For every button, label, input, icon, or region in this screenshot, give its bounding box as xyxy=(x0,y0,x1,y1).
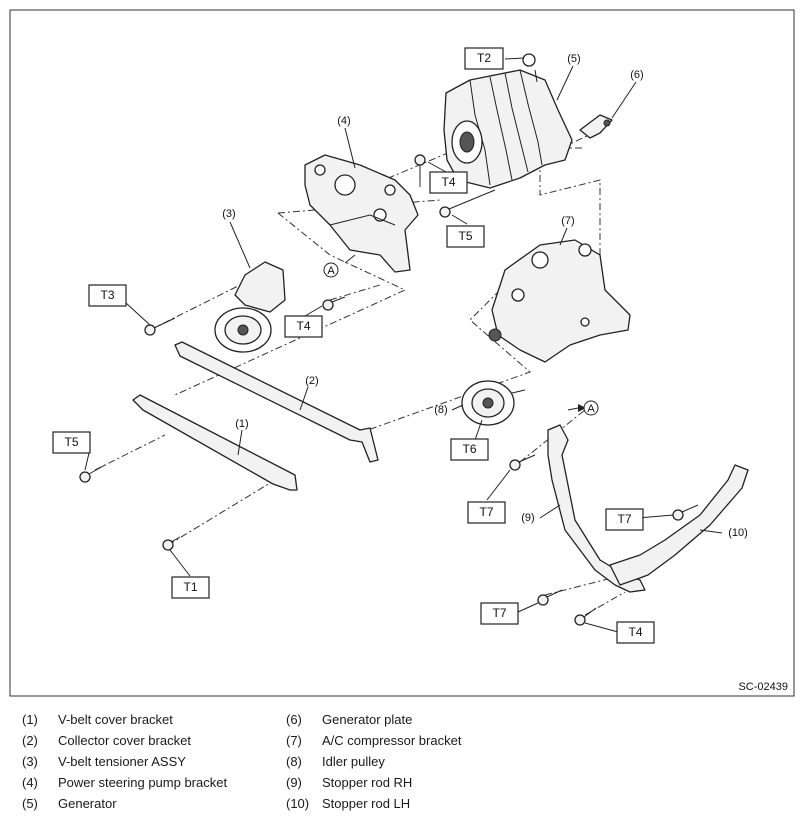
reference-mark-a-upper: A xyxy=(323,262,339,278)
ac-compressor-bracket-part xyxy=(488,239,631,363)
callout-2: (2) xyxy=(305,375,318,387)
legend-item: (2)Collector cover bracket xyxy=(22,733,191,748)
torque-label-t3-left: T3 xyxy=(88,284,127,307)
legend-item: (4)Power steering pump bracket xyxy=(22,775,228,790)
legend-item: (9)Stopper rod RH xyxy=(286,775,413,790)
svg-text:T7: T7 xyxy=(492,606,506,620)
callout-8: (8) xyxy=(434,404,447,416)
reference-mark-label: A xyxy=(587,403,595,415)
bolt-icon xyxy=(672,504,699,521)
idler-pulley-part xyxy=(461,380,526,426)
legend-item: (6)Generator plate xyxy=(286,712,413,727)
torque-label-t7-b: T7 xyxy=(605,508,644,531)
svg-text:T3: T3 xyxy=(100,288,114,302)
collector-cover-bracket-part xyxy=(174,341,379,463)
figure-id: SC-02439 xyxy=(738,681,788,693)
torque-label-t6: T6 xyxy=(450,438,489,461)
bolt-icon xyxy=(414,154,426,180)
bolt-icon xyxy=(509,454,536,471)
torque-label-t5-left: T5 xyxy=(52,431,91,454)
v-belt-tensioner-part xyxy=(214,261,286,353)
diagram-frame xyxy=(9,9,795,697)
legend-item: (3)V-belt tensioner ASSY xyxy=(22,754,186,769)
svg-text:T1: T1 xyxy=(183,580,197,594)
torque-label-t7-a: T7 xyxy=(467,501,506,524)
exploded-parts-diagram: A A (1) (2) (3) (4) (5) (6) (7) (8) (9) … xyxy=(9,9,795,697)
callout-7: (7) xyxy=(561,215,574,227)
stopper-rod-rh-part xyxy=(547,424,646,593)
v-belt-cover-bracket-part xyxy=(132,394,298,491)
power-steering-pump-bracket-part xyxy=(304,154,419,273)
svg-text:T4: T4 xyxy=(441,175,455,189)
torque-label-t7-c: T7 xyxy=(480,602,519,625)
legend-item: (1)V-belt cover bracket xyxy=(22,712,173,727)
torque-label-t5-mid: T5 xyxy=(446,225,485,248)
svg-text:T5: T5 xyxy=(458,229,472,243)
bolt-icon xyxy=(574,607,597,626)
stopper-rod-lh-part xyxy=(609,464,749,586)
callout-6: (6) xyxy=(630,69,643,81)
svg-text:T2: T2 xyxy=(477,51,491,65)
svg-text:T6: T6 xyxy=(462,442,476,456)
bolt-icon xyxy=(439,189,496,218)
bolt-icons xyxy=(79,154,699,626)
bolt-icon xyxy=(144,317,176,336)
torque-label-t2-top: T2 xyxy=(464,47,504,70)
svg-text:T4: T4 xyxy=(296,319,310,333)
part-callouts: (1) (2) (3) (4) (5) (6) (7) (8) (9) (10) xyxy=(222,53,748,539)
torque-label-t1: T1 xyxy=(171,576,210,599)
torque-label-t4-mid: T4 xyxy=(429,171,468,194)
bolt-icon xyxy=(79,464,106,483)
torque-label-t4-bottom: T4 xyxy=(616,621,655,644)
callout-4: (4) xyxy=(337,115,350,127)
legend-item: (10)Stopper rod LH xyxy=(286,796,411,811)
leader-lines xyxy=(84,57,723,633)
svg-text:T7: T7 xyxy=(479,505,493,519)
generator-plate-part xyxy=(579,114,613,139)
legend-item: (8)Idler pulley xyxy=(286,754,385,769)
callout-3: (3) xyxy=(222,208,235,220)
callout-9: (9) xyxy=(521,512,534,524)
reference-mark-a-lower: A xyxy=(583,400,599,416)
svg-text:T7: T7 xyxy=(617,512,631,526)
bolt-icon xyxy=(322,296,346,311)
legend-item: (5)Generator xyxy=(22,796,117,811)
callout-10: (10) xyxy=(728,527,748,539)
callout-5: (5) xyxy=(567,53,580,65)
bolt-icon xyxy=(537,589,563,606)
svg-text:T4: T4 xyxy=(628,625,642,639)
svg-text:T5: T5 xyxy=(64,435,78,449)
generator-part xyxy=(443,53,573,189)
reference-mark-label: A xyxy=(327,265,335,277)
callout-1: (1) xyxy=(235,418,248,430)
torque-label-t4-left: T4 xyxy=(284,315,323,338)
bolt-icon xyxy=(162,536,181,551)
legend-item: (7)A/C compressor bracket xyxy=(286,733,462,748)
